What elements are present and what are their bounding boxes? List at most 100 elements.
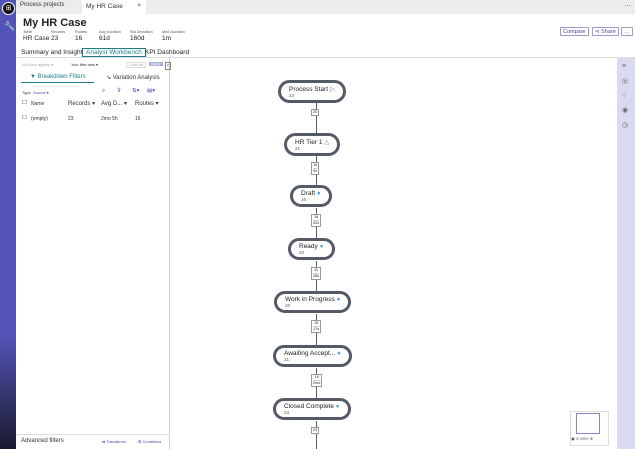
share-button[interactable]: ⋖ Share <box>592 27 619 36</box>
node-name: Ready ● <box>299 243 324 250</box>
col-records[interactable]: Records ▾ <box>68 101 96 107</box>
tab-kpi-dashboard[interactable]: KPI Dashboard <box>145 49 190 56</box>
col-avg[interactable]: Avg D... ▾ <box>101 101 127 107</box>
col-name[interactable]: Name <box>31 101 45 107</box>
tab-bar: Process projects My HR Case × … <box>16 0 635 14</box>
edge-label[interactable]: 20 <box>311 109 320 116</box>
node-label: Ready <box>299 243 318 250</box>
wrench-icon[interactable]: 🔧 <box>4 21 16 31</box>
edge-time: 28s <box>313 273 320 278</box>
select-all-checkbox[interactable]: ☐ <box>22 100 27 106</box>
cell-avg: 2mo 5h <box>101 116 118 122</box>
node-label: Awaiting Accept... <box>284 350 336 357</box>
advanced-filters-label[interactable]: Advanced filters <box>21 438 64 444</box>
right-toolbar: ≡ ◎ ○ ◉ ◷ <box>617 58 635 449</box>
node-count: 21 <box>295 146 301 151</box>
settings-icon[interactable]: ≡ <box>622 63 627 70</box>
edge-line[interactable] <box>316 103 317 133</box>
zoom-level: 89% <box>580 436 589 441</box>
filter-sets-dropdown[interactable]: Your filter sets ▾ <box>71 63 98 67</box>
tab-breakdown-filters[interactable]: ▼ Breakdown Filters <box>30 74 86 80</box>
collapse-icon[interactable]: ‹ <box>165 62 171 70</box>
stat-label: Table <box>23 30 33 34</box>
process-node[interactable]: Awaiting Accept... ●21 <box>273 345 352 367</box>
close-icon[interactable]: × <box>137 3 141 9</box>
tab-summary[interactable]: Summary and Insights <box>21 49 86 56</box>
zoom-controls[interactable]: ▣ ⊖ 89% ⊕ <box>571 436 593 441</box>
filter-panel: No filters applied ▾ Your filter sets ▾ … <box>16 58 171 449</box>
edge-label[interactable]: 23 <box>311 427 320 434</box>
cell-name: (empty) <box>31 116 48 122</box>
edge-count: 11 <box>314 268 319 272</box>
transitions-label: Transitions <box>106 439 126 444</box>
node-label: HR Tier 1 <box>295 139 323 146</box>
process-node[interactable]: Work in Progress ●20 <box>274 291 352 313</box>
process-node[interactable]: HR Tier 1 △21 <box>284 133 341 156</box>
stat-value: 16 <box>75 35 83 42</box>
node-name: Closed Complete ● <box>284 403 340 410</box>
filter-icon[interactable]: ⊽ <box>117 88 122 94</box>
tab-variation-analysis[interactable]: ↘ Variation Analysis <box>106 75 160 81</box>
edge-count: 19 <box>314 375 319 379</box>
process-node[interactable]: Closed Complete ●23 <box>273 398 351 420</box>
active-tab-underline <box>21 82 94 83</box>
stat-value: HR Case <box>23 35 50 42</box>
process-node[interactable]: Draft ● 16 <box>290 185 332 207</box>
process-node[interactable]: Process Start ▷23 <box>278 80 346 103</box>
tab-analyst-workbench[interactable]: Analyst Workbench <box>82 48 146 57</box>
col-routes[interactable]: Routes ▾ <box>135 101 159 107</box>
sort-icon[interactable]: ⇅▾ <box>132 88 140 94</box>
history-icon[interactable]: ◷ <box>622 122 629 129</box>
node-status-icon: ▷ <box>329 86 335 93</box>
node-name: Process Start ▷ <box>289 85 335 93</box>
clear-all-button[interactable]: Clear all <box>126 62 146 68</box>
columns-icon[interactable]: ▤▾ <box>147 88 155 94</box>
stat-label: Avg Duration <box>99 30 121 34</box>
node-status-icon: ● <box>336 296 341 303</box>
node-count: 23 <box>289 93 295 98</box>
node-count: 23 <box>284 410 290 415</box>
minimap-viewport[interactable] <box>576 413 600 434</box>
tab-label: My HR Case <box>86 3 123 10</box>
tab-my-hr-case[interactable]: My HR Case × <box>82 0 146 14</box>
layers-icon[interactable]: ◉ <box>622 107 629 114</box>
breakdown-label: Breakdown Filters <box>37 74 86 80</box>
more-icon[interactable]: … <box>624 1 631 8</box>
app-logo-icon[interactable]: ⊞ <box>2 2 15 15</box>
comment-icon[interactable]: ○ <box>622 92 627 99</box>
conditions-link[interactable]: ⊞ Conditions <box>138 439 162 444</box>
stat-label: Med Duration <box>162 30 185 34</box>
node-label: Draft <box>301 190 316 197</box>
process-node[interactable]: Ready ●20 <box>288 238 335 260</box>
sub-tabs: Summary and Insights Analyst Workbench K… <box>16 48 635 58</box>
type-dropdown[interactable]: Source ▾ <box>33 90 49 95</box>
node-label: Process Start <box>289 86 329 93</box>
apply-button[interactable]: Apply <box>149 62 163 66</box>
compare-button[interactable]: Compare <box>560 27 589 36</box>
transitions-link[interactable]: ⇆ Transitions <box>102 439 126 444</box>
target-icon[interactable]: ◎ <box>622 78 629 85</box>
edge-line[interactable] <box>316 421 317 449</box>
tab-process-projects[interactable]: Process projects <box>20 2 65 8</box>
no-filters-dropdown[interactable]: No filters applied ▾ <box>22 63 54 67</box>
node-status-icon: ● <box>316 190 321 197</box>
search-icon[interactable]: ⌕ <box>102 88 106 94</box>
minimap[interactable]: ▣ ⊖ 89% ⊕ <box>570 411 609 446</box>
node-count: 16 <box>301 197 307 202</box>
stat-label: Routes <box>75 30 88 34</box>
node-label: Work in Progress <box>285 296 335 303</box>
stat-value: 160d <box>130 35 145 42</box>
divider <box>16 434 170 435</box>
more-button[interactable]: … <box>621 27 633 36</box>
node-status-icon: ● <box>337 350 341 357</box>
row-checkbox[interactable]: ☐ <box>22 115 27 121</box>
